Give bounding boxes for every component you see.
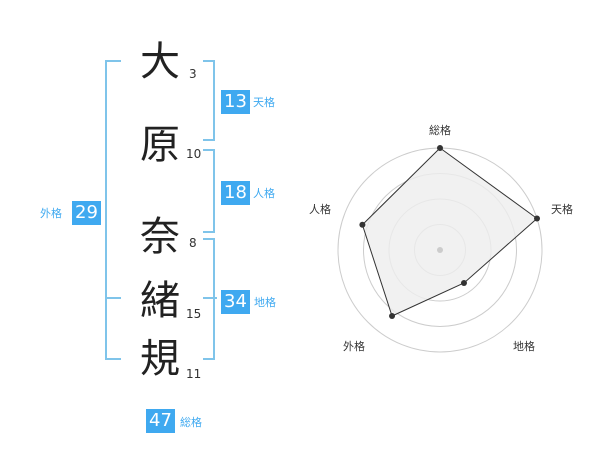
radar-point-4 <box>389 313 396 320</box>
stroke-count-5: 11 <box>186 367 202 381</box>
jinkaku-bracket <box>203 149 215 233</box>
chikaku-bracket-divider <box>203 297 217 299</box>
stroke-count-3: 8 <box>189 236 197 250</box>
jinkaku-label: 人格 <box>253 187 275 200</box>
stroke-count-1: 3 <box>189 67 197 81</box>
radar-axis-label-5: 人格 <box>309 202 331 216</box>
tenkaku-bracket <box>203 60 215 141</box>
soukaku-label: 総格 <box>180 416 202 429</box>
radar-point-5 <box>359 221 366 228</box>
gaikaku-label: 外格 <box>40 207 62 220</box>
chikaku-value-badge: 34 <box>221 290 250 314</box>
kanji-5: 規 <box>140 336 180 382</box>
tenkaku-label: 天格 <box>253 96 275 109</box>
radar-center-dot <box>437 247 443 253</box>
chikaku-label: 地格 <box>254 296 276 309</box>
tenkaku-value-badge: 13 <box>221 90 250 114</box>
kanji-4: 緒 <box>140 278 180 324</box>
radar-point-2 <box>534 215 541 222</box>
radar-point-3 <box>460 280 467 287</box>
kanji-1: 大 <box>140 39 180 85</box>
radar-axis-label-1: 総格 <box>429 123 451 137</box>
stroke-count-4: 15 <box>186 307 202 321</box>
soukaku-value-badge: 47 <box>146 409 175 433</box>
kanji-3: 奈 <box>140 214 180 260</box>
jinkaku-value-badge: 18 <box>221 181 250 205</box>
kanji-2: 原 <box>140 122 180 168</box>
radar-axis-label-2: 天格 <box>551 202 573 216</box>
gaikaku-bracket-divider <box>105 297 121 299</box>
radar-axis-label-3: 地格 <box>513 339 535 353</box>
chikaku-bracket <box>203 238 215 360</box>
gaikaku-bracket <box>105 60 121 360</box>
stroke-count-2: 10 <box>186 147 202 161</box>
radar-data-polygon <box>361 147 538 317</box>
radar-axis-label-4: 外格 <box>343 339 365 353</box>
radar-point-1 <box>437 145 443 151</box>
gaikaku-value-badge: 29 <box>72 201 101 225</box>
